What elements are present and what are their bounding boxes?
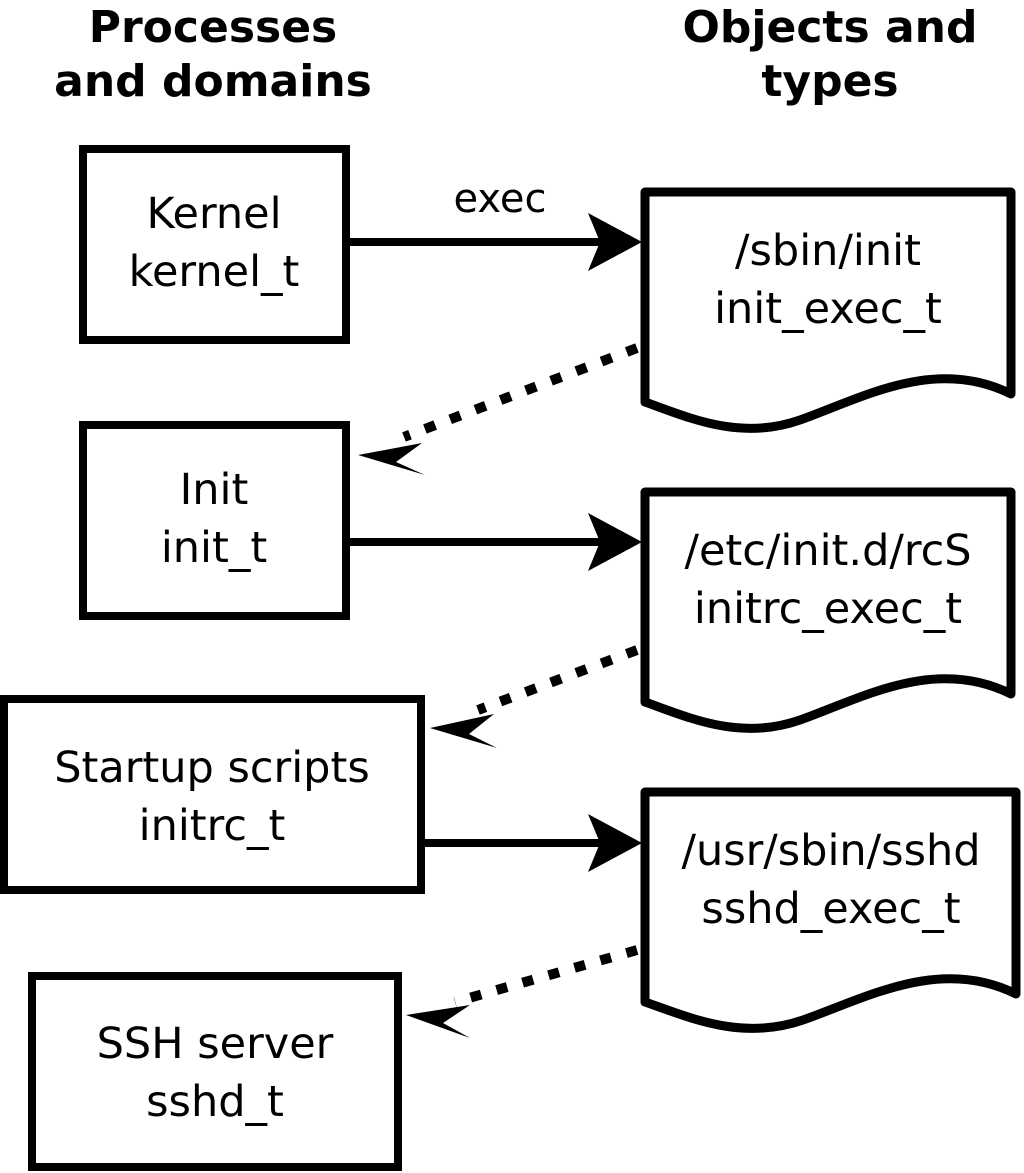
object-node-sshd-exec-line1: /usr/sbin/sshd xyxy=(681,826,980,876)
object-node-sshd-exec-shape[interactable] xyxy=(640,787,1021,1033)
edge-exec-kernel-to-init-exec: exec xyxy=(350,176,642,271)
object-node-init-exec-shape[interactable] xyxy=(640,187,1016,433)
edge-line xyxy=(453,945,639,1007)
process-node-startup-scripts-line1: Startup scripts xyxy=(54,743,370,793)
column-header-processes-line2: and domains xyxy=(54,56,372,107)
column-header-processes: Processes and domains xyxy=(54,2,372,107)
process-node-ssh-server-line1: SSH server xyxy=(97,1019,334,1069)
object-node-sshd-exec-line2: sshd_exec_t xyxy=(701,884,960,934)
process-node-ssh-server[interactable]: SSH server sshd_t xyxy=(28,972,402,1171)
process-node-init[interactable]: Init init_t xyxy=(79,421,350,620)
arrow-head-icon xyxy=(358,443,425,475)
column-header-objects-line2: types xyxy=(761,56,898,107)
process-node-ssh-server-box[interactable] xyxy=(28,972,402,1171)
edge-label-exec: exec xyxy=(454,176,547,222)
object-node-initrc-exec-line1: /etc/init.d/rcS xyxy=(684,526,971,576)
edge-transition-initrc-exec-to-initrc xyxy=(430,645,639,748)
process-node-init-line2: init_t xyxy=(161,523,267,573)
object-node-sshd-exec[interactable]: /usr/sbin/sshd sshd_exec_t xyxy=(640,787,1021,1033)
column-header-objects: Objects and types xyxy=(683,2,978,107)
process-node-ssh-server-line2: sshd_t xyxy=(146,1077,284,1127)
arrow-head-icon xyxy=(588,513,642,571)
process-node-kernel[interactable]: Kernel kernel_t xyxy=(79,145,350,344)
object-node-initrc-exec-shape[interactable] xyxy=(640,487,1016,733)
edge-transition-sshd-exec-to-sshd xyxy=(406,945,639,1038)
arrow-head-icon xyxy=(588,814,642,872)
object-node-initrc-exec[interactable]: /etc/init.d/rcS initrc_exec_t xyxy=(640,487,1016,733)
object-node-init-exec-line2: init_exec_t xyxy=(714,284,942,334)
column-header-objects-line1: Objects and xyxy=(683,2,978,53)
process-node-kernel-line2: kernel_t xyxy=(129,247,300,297)
edge-line xyxy=(402,343,639,442)
edge-transition-init-exec-to-init xyxy=(358,343,639,475)
process-node-init-line1: Init xyxy=(180,465,249,515)
process-node-kernel-line1: Kernel xyxy=(146,189,281,239)
process-node-kernel-box[interactable] xyxy=(79,145,350,344)
object-node-init-exec-line1: /sbin/init xyxy=(735,226,921,276)
edge-line xyxy=(476,645,639,715)
edge-exec-init-to-initrc-exec xyxy=(350,513,642,571)
process-node-startup-scripts[interactable]: Startup scripts initrc_t xyxy=(0,695,425,894)
object-node-initrc-exec-line2: initrc_exec_t xyxy=(694,584,962,634)
object-node-init-exec[interactable]: /sbin/init init_exec_t xyxy=(640,187,1016,433)
process-node-startup-scripts-box[interactable] xyxy=(0,695,425,894)
column-header-processes-line1: Processes xyxy=(89,2,338,53)
arrow-head-icon xyxy=(430,714,497,748)
process-node-init-box[interactable] xyxy=(79,421,350,620)
arrow-head-icon xyxy=(406,1005,470,1038)
process-node-startup-scripts-line2: initrc_t xyxy=(139,801,286,851)
edge-exec-initrc-to-sshd-exec xyxy=(425,814,642,872)
arrow-head-icon xyxy=(588,213,642,271)
